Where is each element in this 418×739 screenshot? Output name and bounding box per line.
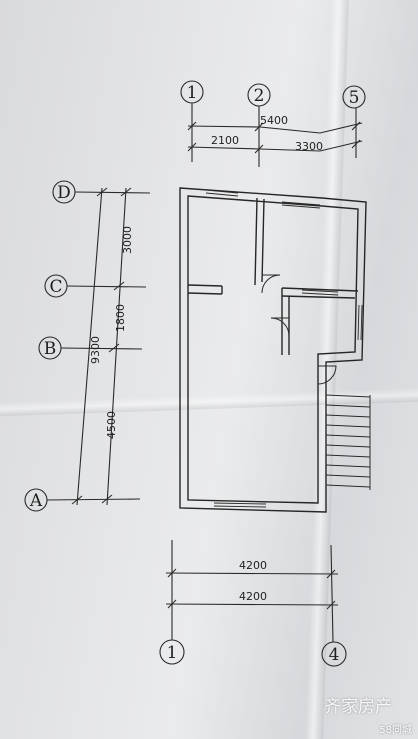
- axis-label-D: D: [57, 183, 71, 203]
- axis-label-bottom-1: 1: [167, 643, 178, 663]
- axis-bubble-top-5: [342, 85, 366, 109]
- dim-side-upper: 3000: [121, 226, 134, 254]
- doors: [261, 274, 337, 385]
- axis-label-top-2: 2: [254, 86, 265, 106]
- windows: [205, 189, 363, 508]
- axis-label-B: B: [44, 339, 57, 359]
- dim-top-overall: 5400: [260, 114, 288, 127]
- ext-line-D: [74, 191, 151, 194]
- dim-line-side-overall: [76, 187, 103, 506]
- dim-line-top-overall: [187, 122, 363, 134]
- axis-label-bottom-4: 4: [329, 645, 340, 665]
- dim-top-right: 3300: [295, 140, 323, 153]
- dim-side-lower: 4500: [105, 411, 118, 439]
- dim-side-middle: 1800: [114, 304, 127, 332]
- ext-line-B: [60, 347, 143, 350]
- ext-line-bottom-4: [330, 544, 334, 643]
- watermark-text: 齐家房产: [324, 697, 392, 717]
- dim-line-bottom-upper: [165, 572, 339, 575]
- ext-line-C: [66, 285, 147, 288]
- ext-line-A: [46, 498, 141, 501]
- axis-label-top-5: 5: [349, 88, 360, 108]
- dim-line-bottom-lower: [165, 603, 339, 606]
- axis-bubble-bottom-4: [321, 641, 347, 667]
- dim-side-overall: 9300: [89, 336, 102, 364]
- dim-bottom-lower: 4200: [239, 590, 267, 603]
- dim-line-top-split: [187, 140, 363, 152]
- stairs: [325, 394, 371, 490]
- building-walls: [179, 187, 367, 513]
- brand-logo-text: 58同城: [379, 725, 412, 736]
- axis-label-C: C: [49, 277, 62, 297]
- axis-label-top-1: 1: [187, 83, 198, 103]
- axis-label-A: A: [29, 491, 43, 511]
- dim-top-left: 2100: [211, 134, 239, 147]
- dim-bottom-upper: 4200: [239, 559, 267, 572]
